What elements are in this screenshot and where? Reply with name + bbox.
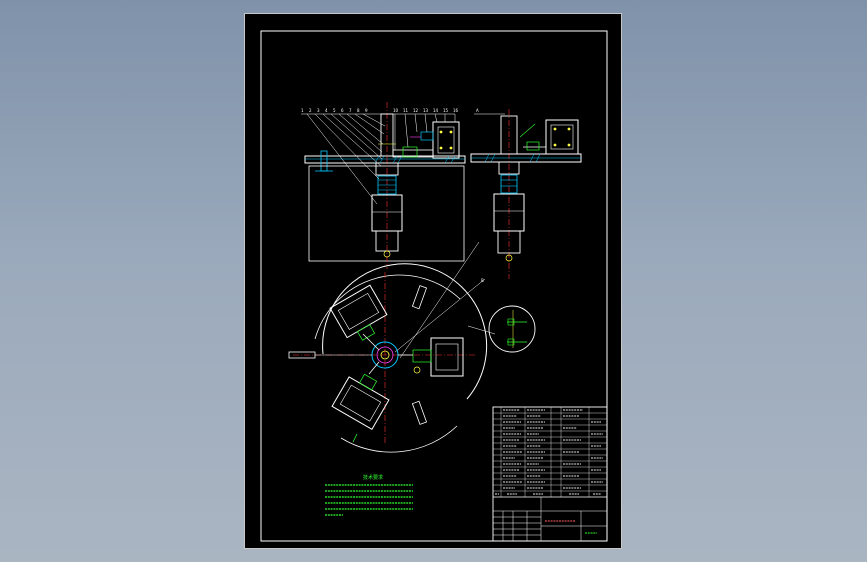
side-view: A (470, 108, 582, 279)
svg-text:15: 15 (443, 108, 449, 113)
svg-text:12: 12 (413, 108, 419, 113)
title-block (492, 406, 608, 542)
svg-text:7: 7 (349, 108, 352, 113)
svg-text:5: 5 (333, 108, 336, 113)
svg-text:13: 13 (423, 108, 429, 113)
svg-text:4: 4 (325, 108, 328, 113)
svg-text:6: 6 (341, 108, 344, 113)
front-view (304, 102, 466, 269)
detail-view: B (481, 278, 536, 353)
section-label-a: A (476, 108, 479, 113)
svg-text:14: 14 (433, 108, 439, 113)
svg-text:1: 1 (301, 108, 304, 113)
tech-notes-title: 技术要求 (363, 474, 383, 481)
section-label-b: B (481, 278, 484, 283)
tech-notes: 技术要求 (325, 474, 413, 516)
svg-text:9: 9 (365, 108, 368, 113)
svg-text:16: 16 (453, 108, 459, 113)
svg-text:2: 2 (309, 108, 312, 113)
svg-text:11: 11 (403, 108, 409, 113)
inner-border (260, 30, 608, 542)
svg-text:8: 8 (357, 108, 360, 113)
top-view (288, 241, 496, 453)
svg-text:3: 3 (317, 108, 320, 113)
part-leaders (301, 113, 456, 205)
svg-text:10: 10 (393, 108, 399, 113)
